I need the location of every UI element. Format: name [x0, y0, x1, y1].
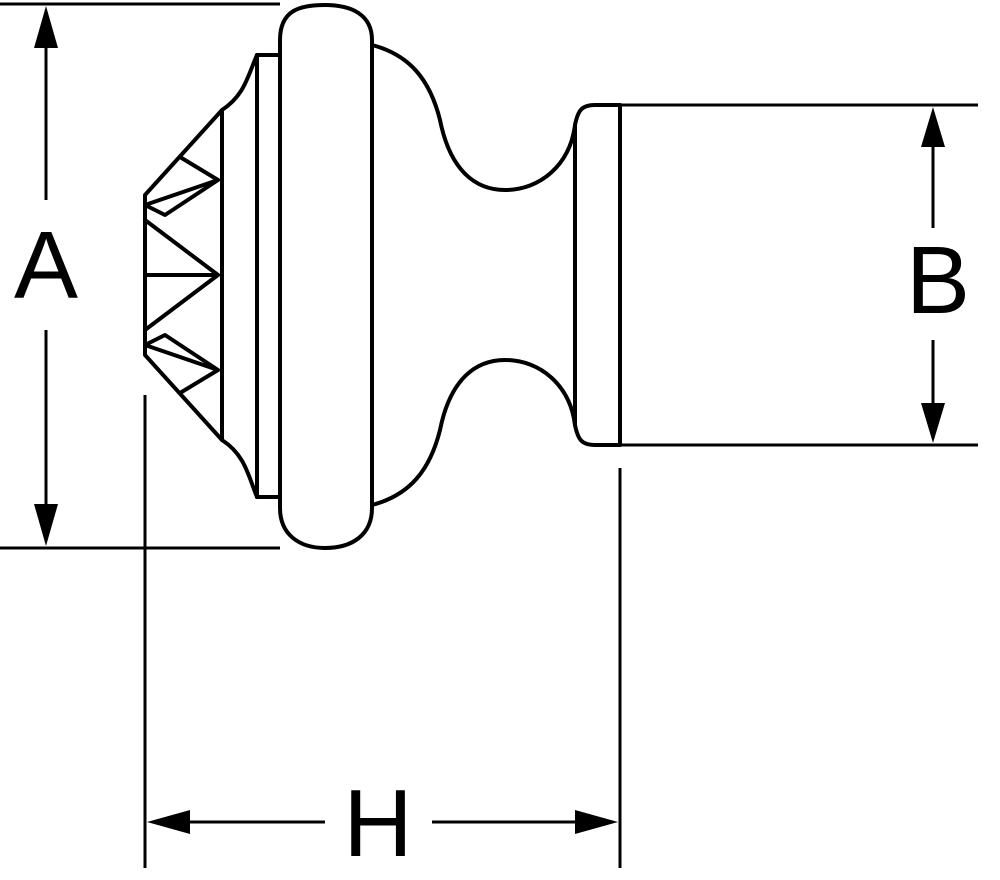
dimension-h-label: H — [343, 770, 412, 877]
knob-flange — [255, 53, 282, 499]
dimension-b-label: B — [906, 227, 970, 334]
dimension-b: B — [620, 103, 978, 447]
knob — [143, 3, 622, 550]
knob-neck-top — [370, 43, 597, 192]
knob-facet-pattern-middle — [143, 218, 220, 332]
knob-facet-pattern-top — [143, 155, 220, 217]
dimension-h-arrow-left — [147, 810, 190, 834]
dimension-a: A — [0, 2, 280, 550]
dimension-h-arrow-right — [575, 810, 618, 834]
dimension-b-arrow-top — [921, 107, 945, 147]
knob-faceted-face — [220, 53, 259, 499]
dimension-a-arrow-bottom — [34, 504, 58, 546]
knob-facet-pattern-bottom — [143, 333, 220, 395]
dimension-h: H — [143, 395, 622, 877]
knob-neck-bottom — [370, 358, 597, 507]
knob-head-rim — [278, 3, 374, 550]
dimension-a-arrow-top — [34, 6, 58, 48]
dimension-a-label: A — [14, 212, 78, 319]
dimension-b-arrow-bottom — [921, 403, 945, 443]
